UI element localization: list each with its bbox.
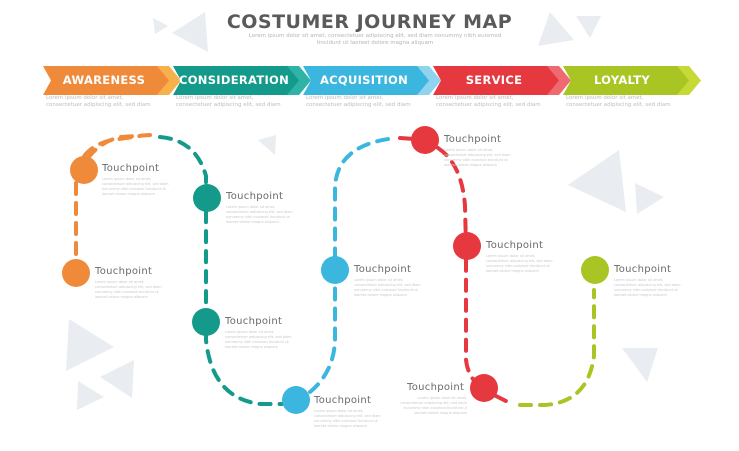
touchpoint-desc: Lorem ipsum dolor sit amet, consectetuer…: [400, 396, 467, 415]
decor-triangle: [622, 348, 658, 382]
touchpoint-desc: Lorem ipsum dolor sit amet, consectetuer…: [444, 148, 511, 167]
touchpoint-title: Touchpoint: [102, 163, 160, 174]
stage-desc-line: Lorem ipsum dolor sit amet,: [566, 95, 644, 101]
decor-triangle: [635, 183, 664, 214]
stage-label-loyalty: LOYALTY: [593, 73, 651, 87]
touchpoint-title: Touchpoint: [444, 134, 502, 145]
stage-desc-consideration: Lorem ipsum dolor sit amet,consectetuer …: [176, 95, 296, 109]
stage-desc-line: Lorem ipsum dolor sit amet,: [176, 95, 254, 101]
stage-desc-line: Lorem ipsum dolor sit amet,: [436, 95, 514, 101]
path-consideration: [158, 135, 284, 406]
path-loyalty: [518, 288, 596, 407]
touchpoint-title: Touchpoint: [314, 395, 372, 406]
path-awareness-top: [86, 133, 152, 160]
decor-triangle: [77, 381, 104, 410]
stage-label-awareness: AWARENESS: [62, 73, 146, 87]
stage-desc-line: Lorem ipsum dolor sit amet,: [306, 95, 384, 101]
stage-arrow-acquisition[interactable]: [303, 66, 429, 95]
stage-label-consideration: CONSIDERATION: [178, 73, 290, 87]
stage-desc-awareness: Lorem ipsum dolor sit amet,consectetuer …: [46, 95, 166, 109]
touchpoint-desc: Lorem ipsum dolor sit amet, consectetuer…: [95, 280, 162, 299]
touchpoint-desc: Lorem ipsum dolor sit amet, consectetuer…: [354, 278, 421, 297]
stage-arrow-service[interactable]: [433, 66, 559, 95]
stage-desc-service: Lorem ipsum dolor sit amet,consectetuer …: [436, 95, 556, 109]
decor-triangle: [258, 135, 276, 155]
touchpoint-nodes: [62, 126, 609, 414]
touchpoint-title: Touchpoint: [225, 316, 283, 327]
touchpoint-node-acquisition-1[interactable]: [321, 256, 349, 284]
stage-arrows: [43, 66, 701, 95]
touchpoint-desc: Lorem ipsum dolor sit amet, consectetuer…: [314, 409, 381, 428]
decor-triangle: [100, 360, 134, 398]
touchpoint-desc: Lorem ipsum dolor sit amet, consectetuer…: [226, 205, 293, 224]
stage-label-service: SERVICE: [465, 73, 523, 87]
touchpoint-node-service-1[interactable]: [411, 126, 439, 154]
page-subtitle: Lorem ipsum dolor sit amet, consectetuer…: [230, 33, 520, 47]
stage-desc-line: consectetuer adipiscing elit, sed diam: [46, 102, 151, 108]
stage-desc-line: consectetuer adipiscing elit, sed diam: [566, 102, 671, 108]
stage-desc-loyalty: Lorem ipsum dolor sit amet,consectetuer …: [566, 95, 686, 109]
touchpoint-title: Touchpoint: [614, 264, 672, 275]
touchpoint-title: Touchpoint: [486, 240, 544, 251]
decor-triangle: [538, 12, 574, 46]
stage-desc-line: consectetuer adipiscing elit, sed diam: [306, 102, 411, 108]
path-acquisition: [308, 136, 398, 394]
touchpoint-node-awareness-1[interactable]: [70, 156, 98, 184]
touchpoint-node-acquisition-2[interactable]: [282, 386, 310, 414]
stage-arrow-awareness[interactable]: [43, 66, 169, 95]
decor-triangle: [568, 150, 626, 212]
stage-arrow-loyalty[interactable]: [563, 66, 689, 95]
subtitle-line-2: tincidunt ut laoreet dolore magna aliqua…: [316, 40, 434, 46]
touchpoint-node-consideration-2[interactable]: [192, 308, 220, 336]
touchpoint-node-service-2[interactable]: [453, 232, 481, 260]
stage-arrow-consideration[interactable]: [173, 66, 299, 95]
stage-desc-line: consectetuer adipiscing elit, sed diam: [176, 102, 281, 108]
touchpoint-title: Touchpoint: [226, 191, 284, 202]
stage-desc-acquisition: Lorem ipsum dolor sit amet,consectetuer …: [306, 95, 426, 109]
decor-triangle: [576, 16, 601, 38]
touchpoint-node-loyalty-1[interactable]: [581, 256, 609, 284]
touchpoint-node-consideration-1[interactable]: [193, 184, 221, 212]
stage-desc-line: consectetuer adipiscing elit, sed diam: [436, 102, 541, 108]
stage-label-acquisition: ACQUISITION: [319, 73, 409, 87]
decor-triangle: [172, 12, 208, 52]
touchpoint-node-awareness-2[interactable]: [62, 259, 90, 287]
touchpoint-node-service-3[interactable]: [470, 374, 498, 402]
page-title: COSTUMER JOURNEY MAP: [226, 11, 513, 33]
touchpoint-desc: Lorem ipsum dolor sit amet, consectetuer…: [225, 330, 292, 349]
touchpoint-title: Touchpoint: [95, 266, 153, 277]
decor-triangle: [66, 319, 114, 371]
touchpoint-desc: Lorem ipsum dolor sit amet, consectetuer…: [486, 254, 553, 273]
stage-desc-line: Lorem ipsum dolor sit amet,: [46, 95, 124, 101]
touchpoint-desc: Lorem ipsum dolor sit amet, consectetuer…: [614, 278, 681, 297]
touchpoint-title: Touchpoint: [407, 382, 465, 393]
touchpoint-title: Touchpoint: [354, 264, 412, 275]
touchpoint-desc: Lorem ipsum dolor sit amet, consectetuer…: [102, 177, 169, 196]
decor-triangle: [153, 18, 168, 34]
subtitle-line-1: Lorem ipsum dolor sit amet, consectetuer…: [248, 33, 502, 39]
decor-triangles: [66, 12, 664, 410]
